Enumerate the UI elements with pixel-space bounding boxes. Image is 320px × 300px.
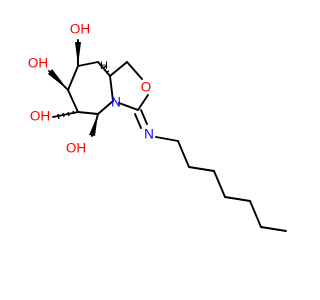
atom-label-oh-middle-left: OH — [30, 109, 50, 124]
wedge-c7-oh — [48, 69, 68, 90]
atom-label-oh-upper-left: OH — [28, 56, 48, 71]
stereo-bond-marks — [48, 42, 110, 136]
bond-c8a-c1 — [109, 61, 128, 77]
bond-c3-n4 — [118, 102, 139, 111]
canvas-background — [0, 0, 300, 300]
bond-o2-c3 — [137, 94, 149, 111]
bond-chain-6 — [249, 200, 262, 228]
bond-chain-3 — [188, 166, 215, 172]
bond-chain-4 — [213, 170, 226, 198]
bond-chain-5 — [224, 196, 251, 202]
bond-chain-2 — [177, 140, 190, 168]
atom-label-oh-bottom: OH — [66, 141, 86, 156]
atom-label-imine-nitrogen: N — [144, 127, 154, 142]
bond-n4-c8a — [109, 75, 114, 102]
atom-labels: OH OH OH OH O N N H — [28, 22, 154, 156]
atom-label-stereo-h: H — [100, 60, 108, 72]
bond-c6-c5 — [77, 111, 99, 115]
hash-c8a-h — [102, 65, 110, 73]
atom-label-ring-oxygen: O — [141, 80, 152, 95]
wedge-c8-oh — [75, 42, 81, 66]
bond-c5-n4 — [97, 100, 114, 115]
bond-c3-n-double-b — [140, 109, 148, 125]
bond-chain-7 — [260, 226, 287, 232]
bond-c8-c7 — [67, 65, 79, 91]
wedge-c5-oh — [89, 114, 98, 136]
bond-c8-c8a — [77, 61, 99, 67]
bond-c7-c6 — [67, 89, 79, 113]
molecule-structure-diagram: OH OH OH OH O N N H — [0, 0, 300, 300]
bond-c8a-c8 — [97, 61, 111, 77]
atom-label-oh-top: OH — [70, 22, 90, 37]
bond-n-c1-chain — [155, 136, 179, 142]
bond-c3-n-double-a — [134, 113, 142, 129]
hash-c6-oh — [57, 110, 75, 120]
atom-label-ring-nitrogen: N — [111, 95, 121, 110]
bond-c1-o2 — [126, 61, 143, 80]
